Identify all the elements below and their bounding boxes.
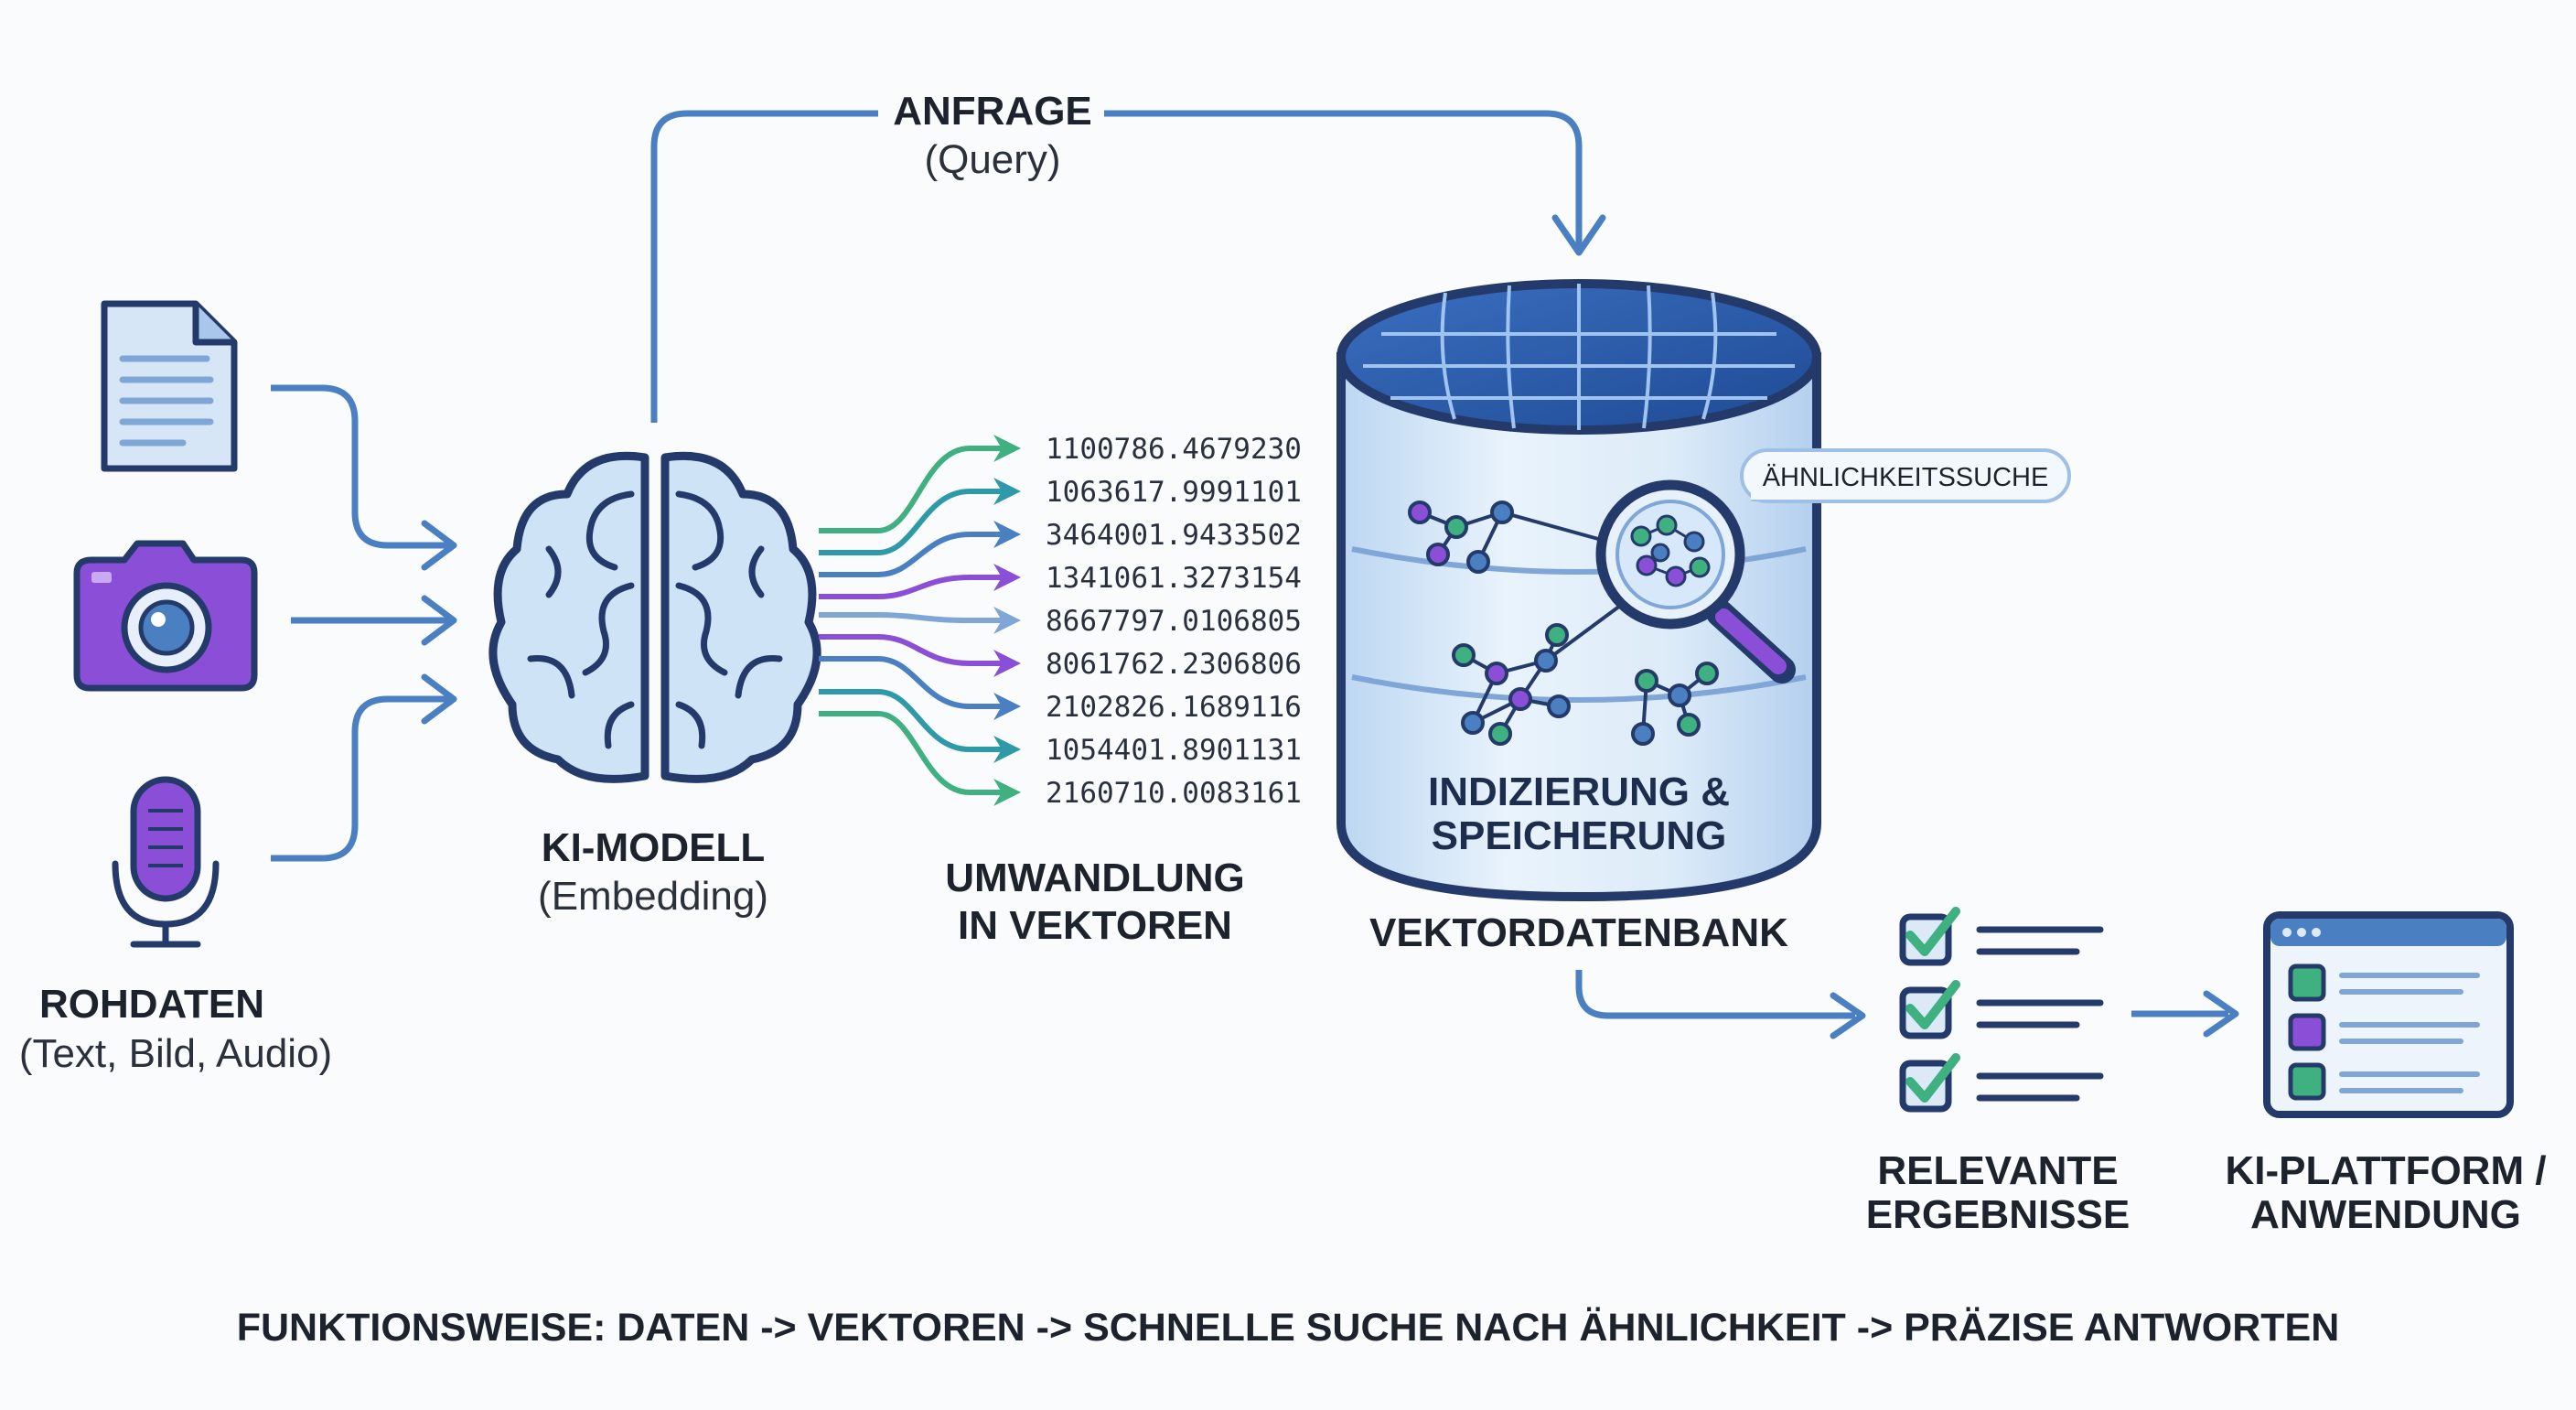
vector-arrow <box>819 478 1021 555</box>
query-subtitle: (Query) <box>924 137 1060 182</box>
platform-title-line1: KI-PLATTFORM / <box>2225 1148 2546 1193</box>
results-title-line2: ERGEBNISSE <box>1866 1192 2131 1237</box>
vector-arrow <box>819 607 1021 634</box>
document-icon <box>101 300 238 472</box>
microphone-icon <box>112 776 220 948</box>
vector-value: 1054401.8901131 <box>1046 734 1302 767</box>
footer-summary: FUNKTIONSWEISE: DATEN -> VEKTOREN -> SCH… <box>237 1306 2340 1350</box>
similarity-search-badge: ÄHNLICHKEITSSUCHE <box>1740 448 2071 503</box>
results-arrow <box>1575 970 1866 1039</box>
raw-data-arrows <box>271 384 457 862</box>
vector-arrow <box>819 435 1021 533</box>
similarity-search-label: ÄHNLICHKEITSSUCHE <box>1763 463 2049 492</box>
vector-value: 1063617.9991101 <box>1046 476 1302 509</box>
query-arrow <box>650 110 1606 423</box>
raw-data-title: ROHDATEN <box>39 982 264 1027</box>
vector-arrow <box>819 521 1021 577</box>
vector-arrow <box>819 689 1021 763</box>
vectors-title-line2: IN VEKTOREN <box>958 903 1232 948</box>
vector-arrow <box>819 564 1021 599</box>
database-title: VEKTORDATENBANK <box>1369 910 1788 955</box>
app-window-icon <box>2263 911 2514 1118</box>
vector-value: 2102826.1689116 <box>1046 691 1302 724</box>
vector-arrows <box>819 435 1021 806</box>
vector-values: 1100786.4679230 1063617.9991101 3464001.94… <box>1046 433 1302 810</box>
vector-arrow <box>819 634 1021 677</box>
platform-title-line2: ANWENDUNG <box>2250 1192 2521 1237</box>
model-subtitle: (Embedding) <box>538 874 768 919</box>
checklist-icon <box>1899 907 2104 1113</box>
database-inner-line2: SPEICHERUNG <box>1432 813 1727 858</box>
raw-data-subtitle: (Text, Bild, Audio) <box>19 1031 332 1076</box>
camera-icon <box>73 540 258 692</box>
model-title: KI-MODELL <box>542 825 765 870</box>
vector-value: 2160710.0083161 <box>1046 777 1302 810</box>
vector-value: 8667797.0106805 <box>1046 605 1302 638</box>
brain-icon <box>488 451 821 783</box>
platform-arrow <box>2131 990 2239 1038</box>
results-title-line1: RELEVANTE <box>1877 1148 2118 1193</box>
vector-value: 1100786.4679230 <box>1046 433 1302 466</box>
vector-arrow <box>819 656 1021 720</box>
vector-value: 3464001.9433502 <box>1046 519 1302 552</box>
vector-value: 1341061.3273154 <box>1046 562 1302 595</box>
database-inner-line1: INDIZIERUNG & <box>1428 770 1730 814</box>
query-title: ANFRAGE <box>893 89 1092 134</box>
vector-value: 8061762.2306806 <box>1046 648 1302 681</box>
vectors-title-line1: UMWANDLUNG <box>945 856 1245 900</box>
magnifier-icon <box>1595 479 1796 683</box>
vector-arrow <box>819 711 1021 806</box>
